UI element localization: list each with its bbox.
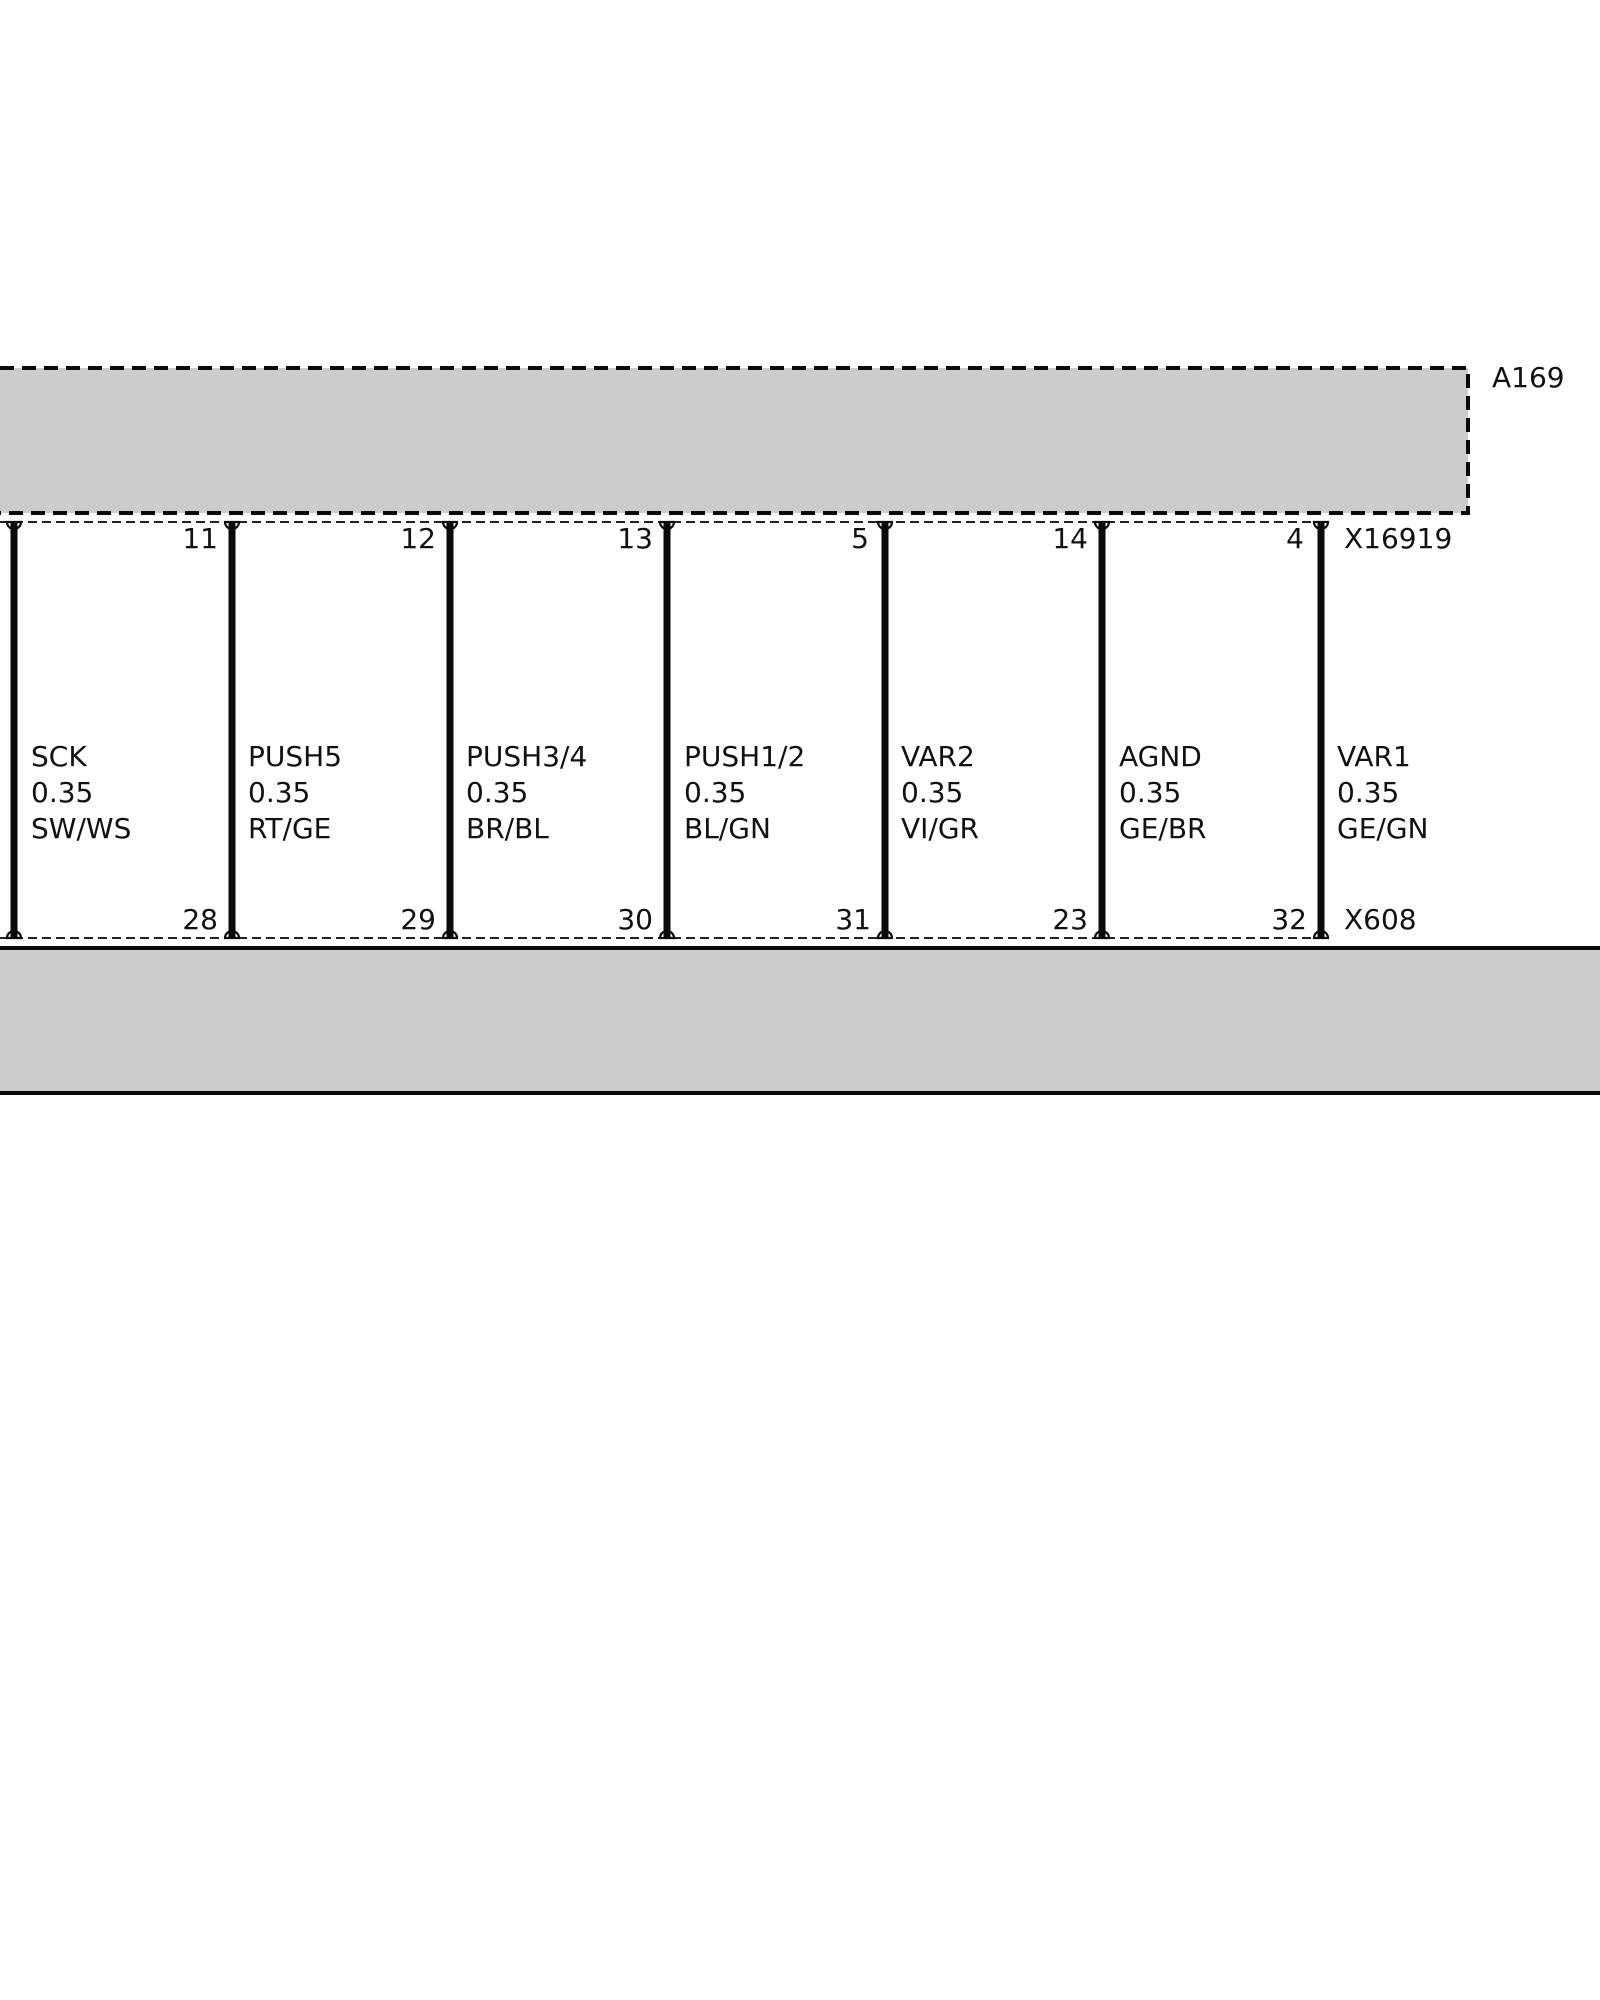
wire-push3-4-pin-bottom: 29	[400, 903, 436, 936]
wire-agnd-pin-bottom: 23	[1052, 903, 1088, 936]
wire-var2-pin-bottom: 31	[835, 903, 871, 936]
wire-var1: 4 32 VAR1 0.35 GE/GN	[1271, 520, 1428, 940]
wire-push5-pin-top: 11	[182, 522, 218, 555]
connector-x16919-label: X16919	[1344, 522, 1452, 555]
connector-x608-label: X608	[1344, 903, 1417, 936]
wire-agnd-signal: AGND	[1119, 740, 1202, 773]
wire-var1-pin-bottom: 32	[1271, 903, 1307, 936]
wire-var2-gauge: 0.35	[901, 776, 963, 809]
module-a169: A169	[0, 361, 1565, 515]
wire-push5-signal: PUSH5	[248, 740, 342, 773]
wire-sck: SCK 0.35 SW/WS	[5, 520, 131, 940]
wire-sck-color: SW/WS	[31, 812, 131, 845]
wire-var1-pin-top: 4	[1286, 522, 1304, 555]
wire-push5-pin-bottom: 28	[182, 903, 218, 936]
module-a169-body	[0, 368, 1468, 513]
wire-var1-gauge: 0.35	[1337, 776, 1399, 809]
wire-push3-4-signal: PUSH3/4	[466, 740, 587, 773]
wire-agnd: 14 23 AGND 0.35 GE/BR	[1052, 520, 1207, 940]
wire-push1-2-signal: PUSH1/2	[684, 740, 805, 773]
wire-sck-gauge: 0.35	[31, 776, 93, 809]
wire-push3-4-gauge: 0.35	[466, 776, 528, 809]
wire-var1-color: GE/GN	[1337, 812, 1428, 845]
wire-push1-2-gauge: 0.35	[684, 776, 746, 809]
wire-push3-4: 12 29 PUSH3/4 0.35 BR/BL	[400, 520, 587, 940]
wire-sck-signal: SCK	[31, 740, 87, 773]
module-a169-label: A169	[1492, 361, 1565, 394]
wire-push1-2-pin-bottom: 30	[617, 903, 653, 936]
wire-push5-gauge: 0.35	[248, 776, 310, 809]
module-bottom	[0, 946, 1600, 1095]
wire-push3-4-color: BR/BL	[466, 812, 549, 845]
wire-push5-color: RT/GE	[248, 812, 331, 845]
wire-agnd-gauge: 0.35	[1119, 776, 1181, 809]
wire-agnd-pin-top: 14	[1052, 522, 1088, 555]
wire-push3-4-pin-top: 12	[400, 522, 436, 555]
module-a169-outline	[0, 366, 1470, 515]
wire-var2: 5 31 VAR2 0.35 VI/GR	[835, 520, 979, 940]
wire-push1-2: 13 30 PUSH1/2 0.35 BL/GN	[617, 520, 805, 940]
wire-var1-signal: VAR1	[1337, 740, 1411, 773]
wire-push5: 11 28 PUSH5 0.35 RT/GE	[182, 520, 342, 940]
wire-var2-pin-top: 5	[851, 522, 869, 555]
wire-var2-color: VI/GR	[901, 812, 979, 845]
wire-push1-2-pin-top: 13	[617, 522, 653, 555]
wire-push1-2-color: BL/GN	[684, 812, 771, 845]
wire-agnd-color: GE/BR	[1119, 812, 1207, 845]
module-bottom-body	[0, 948, 1600, 1093]
wire-var2-signal: VAR2	[901, 740, 975, 773]
